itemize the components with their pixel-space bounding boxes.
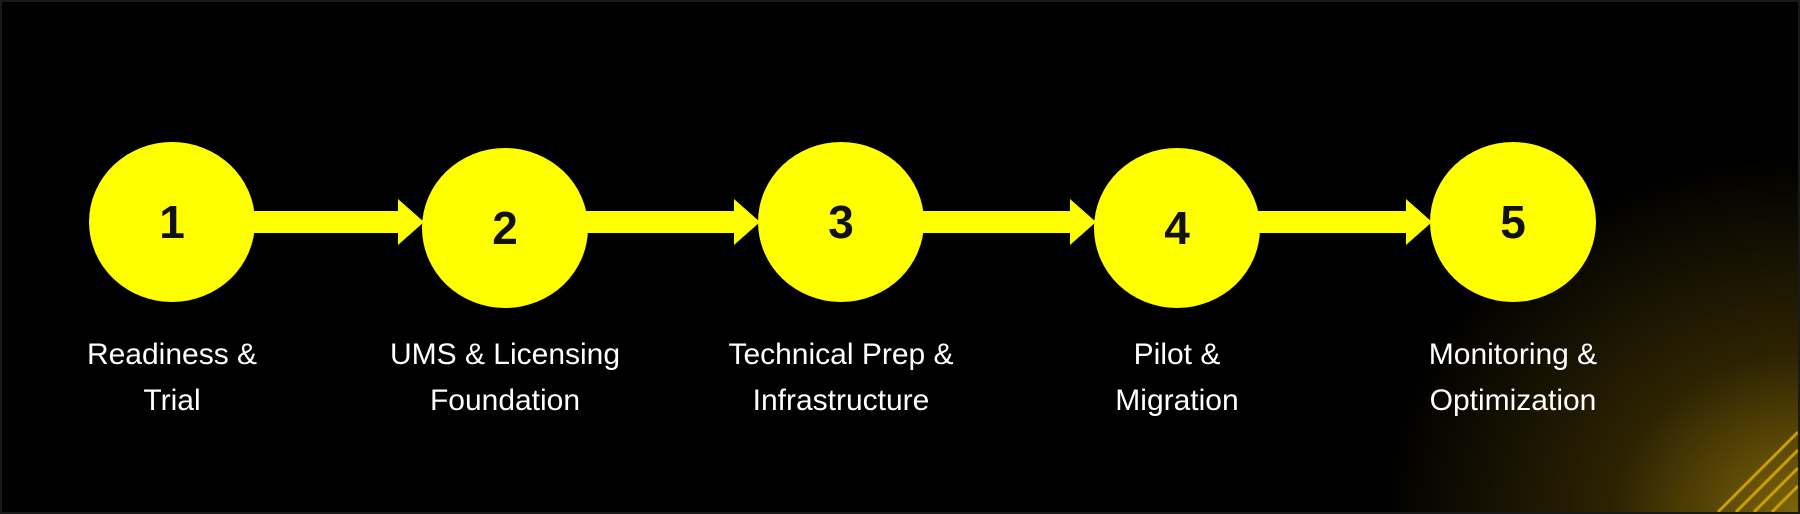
step-label-line1: UMS & Licensing	[389, 338, 621, 371]
arrow-shaft	[920, 211, 1072, 233]
step-label-line2: Migration	[1115, 384, 1239, 417]
arrow-shaft	[1256, 211, 1408, 233]
step-label-3: Technical Prep & Infrastructure	[681, 332, 1001, 424]
arrow-shaft	[584, 211, 736, 233]
step-circle-2: 2	[422, 148, 588, 308]
arrow-connector	[584, 199, 760, 245]
arrow-head-icon	[1406, 199, 1432, 245]
step-label-line2: Optimization	[1429, 384, 1597, 417]
step-circle-3: 3	[758, 142, 924, 302]
arrow-head-icon	[398, 199, 424, 245]
arrow-connector	[1256, 199, 1432, 245]
arrow-connector	[920, 199, 1096, 245]
step-number: 3	[828, 196, 854, 248]
decorative-diagonal-lines	[1716, 430, 1798, 512]
step-label-4: Pilot & Migration	[1017, 332, 1337, 424]
step-number: 1	[159, 196, 185, 248]
step-circle-4: 4	[1094, 148, 1260, 308]
step-label-1: Readiness & Trial	[12, 332, 332, 424]
step-label-line1: Pilot &	[1133, 338, 1221, 371]
step-circle-1: 1	[89, 142, 255, 302]
step-label-line1: Monitoring &	[1428, 338, 1598, 371]
step-number: 4	[1164, 202, 1190, 254]
step-number: 2	[492, 202, 518, 254]
arrow-head-icon	[734, 199, 760, 245]
step-label-line2: Trial	[143, 384, 201, 417]
step-circle-5: 5	[1430, 142, 1596, 302]
arrow-head-icon	[1070, 199, 1096, 245]
arrow-shaft	[251, 211, 400, 233]
step-label-line1: Readiness &	[86, 338, 258, 371]
step-number: 5	[1500, 196, 1526, 248]
step-label-5: Monitoring & Optimization	[1353, 332, 1673, 424]
arrow-connector	[251, 199, 424, 245]
step-label-line1: Technical Prep &	[728, 338, 954, 371]
step-label-line2: Foundation	[429, 384, 581, 417]
step-label-line2: Infrastructure	[752, 384, 930, 417]
